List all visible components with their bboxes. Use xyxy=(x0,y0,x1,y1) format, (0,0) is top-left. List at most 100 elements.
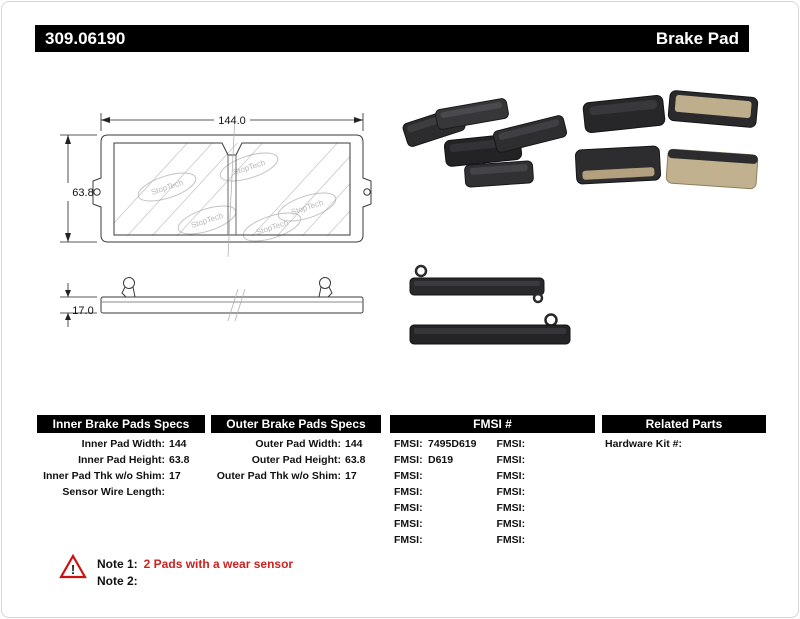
ear-hole-left xyxy=(93,188,101,196)
pad-edge-photo-1 xyxy=(409,264,545,304)
fmsi-label: FMSI: xyxy=(394,470,423,482)
fmsi-row: FMSI: FMSI: xyxy=(390,532,595,548)
outer-specs-header: Outer Brake Pads Specs xyxy=(211,415,381,433)
fmsi-value: 7495D619 xyxy=(428,438,477,450)
spec-tables: Inner Brake Pads Specs Inner Pad Width: … xyxy=(2,415,798,555)
fmsi-label: FMSI: xyxy=(496,470,526,482)
pad-photo xyxy=(665,148,759,190)
fmsi-label: FMSI: xyxy=(496,438,526,450)
pad-photo xyxy=(492,115,568,153)
watermark-oval xyxy=(219,152,279,182)
spec-value: 144 xyxy=(169,438,187,450)
fmsi-row: FMSI: FMSI: xyxy=(390,484,595,500)
fmsi-value xyxy=(531,436,596,452)
inner-spec-row-width: Inner Pad Width: 144 xyxy=(37,436,205,452)
pad-edge-photos xyxy=(409,264,571,345)
sensor-clip-left xyxy=(121,277,136,298)
side-view xyxy=(100,277,364,322)
pad-photo xyxy=(435,98,509,130)
fmsi-value xyxy=(531,452,596,468)
outer-specs-table: Outer Brake Pads Specs Outer Pad Width: … xyxy=(211,415,381,484)
fmsi-value xyxy=(428,532,493,548)
spec-label: Inner Pad Thk w/o Shim: xyxy=(43,470,165,482)
inner-spec-row-height: Inner Pad Height: 63.8 xyxy=(37,452,205,468)
inner-spec-row-thickness: Inner Pad Thk w/o Shim: 17 xyxy=(37,468,205,484)
fmsi-label: FMSI: xyxy=(394,438,423,450)
front-view xyxy=(92,114,372,258)
fmsi-header: FMSI # xyxy=(390,415,595,433)
pad-photo xyxy=(667,90,759,128)
inner-specs-header: Inner Brake Pads Specs xyxy=(37,415,205,433)
spec-label: Hardware Kit #: xyxy=(605,438,683,450)
fmsi-row: FMSI: FMSI: xyxy=(390,516,595,532)
outer-spec-row-height: Outer Pad Height: 63.8 xyxy=(211,452,381,468)
fmsi-label: FMSI: xyxy=(496,486,526,498)
dim-width-label: 144.0 xyxy=(218,115,246,127)
outer-spec-row-width: Outer Pad Width: 144 xyxy=(211,436,381,452)
warning-exclamation: ! xyxy=(71,562,75,577)
fmsi-value xyxy=(531,516,596,532)
outer-spec-row-thickness: Outer Pad Thk w/o Shim: 17 xyxy=(211,468,381,484)
fmsi-label: FMSI: xyxy=(394,502,423,514)
warning-icon: ! xyxy=(59,554,87,579)
fmsi-value xyxy=(428,516,493,532)
spec-label: Inner Pad Width: xyxy=(81,438,165,450)
fmsi-row: FMSI: 7495D619 FMSI: xyxy=(390,436,595,452)
dim-thickness-label: 17.0 xyxy=(72,305,93,317)
fmsi-table: FMSI # FMSI: 7495D619 FMSI: FMSI: D619 FMS… xyxy=(390,415,595,548)
fmsi-value xyxy=(531,484,596,500)
fmsi-label: FMSI: xyxy=(496,454,526,466)
stoptech-watermarks: StopTech StopTech StopTech StopTech Stop… xyxy=(137,152,337,242)
fmsi-value xyxy=(531,500,596,516)
fmsi-label: FMSI: xyxy=(394,486,423,498)
fmsi-value xyxy=(428,484,493,500)
fmsi-label: FMSI: xyxy=(496,502,526,514)
fmsi-value xyxy=(428,500,493,516)
inner-spec-row-sensor-wire: Sensor Wire Length: xyxy=(37,484,205,500)
pad-photos-set xyxy=(574,90,759,190)
fmsi-value xyxy=(531,532,596,548)
inner-specs-table: Inner Brake Pads Specs Inner Pad Width: … xyxy=(37,415,205,500)
pad-photo xyxy=(574,145,662,185)
fmsi-value: D619 xyxy=(428,454,454,466)
dim-thickness: 17.0 xyxy=(60,283,97,327)
pad-edge-photo-2 xyxy=(409,313,571,345)
fmsi-label: FMSI: xyxy=(394,518,423,530)
spec-value xyxy=(169,484,205,500)
note-2: Note 2: xyxy=(97,574,144,588)
spec-label: Outer Pad Width: xyxy=(255,438,341,450)
spec-value: 17 xyxy=(345,470,357,482)
dim-width: 144.0 xyxy=(100,113,364,131)
technical-drawing: StopTech StopTech StopTech StopTech Stop… xyxy=(60,90,759,345)
title-bar: 309.06190 Brake Pad xyxy=(35,25,749,52)
spec-label: Outer Pad Height: xyxy=(251,454,341,466)
watermark-oval xyxy=(137,172,197,202)
fmsi-label: FMSI: xyxy=(496,518,526,530)
fmsi-value xyxy=(531,468,596,484)
related-parts-table: Related Parts Hardware Kit #: xyxy=(602,415,766,452)
spec-label: Sensor Wire Length: xyxy=(62,486,165,498)
spec-value: 17 xyxy=(169,470,181,482)
fmsi-value xyxy=(428,468,493,484)
related-row-hardware-kit: Hardware Kit #: xyxy=(602,436,766,452)
spec-value: 144 xyxy=(345,438,363,450)
note1-text: 2 Pads with a wear sensor xyxy=(143,557,294,571)
spec-value: 63.8 xyxy=(169,454,190,466)
spec-label: Inner Pad Height: xyxy=(78,454,165,466)
fmsi-label: FMSI: xyxy=(496,534,526,546)
spec-value xyxy=(686,436,766,452)
page-title: Brake Pad xyxy=(655,28,739,48)
note2-label: Note 2: xyxy=(97,574,138,588)
spec-label: Outer Pad Thk w/o Shim: xyxy=(216,470,341,482)
dim-height-label: 63.8 xyxy=(72,187,93,199)
pad-photo xyxy=(582,94,666,134)
note1-label: Note 1: xyxy=(97,557,138,571)
pad-photo xyxy=(464,160,534,188)
watermark-oval xyxy=(242,212,302,242)
fmsi-row: FMSI: FMSI: xyxy=(390,468,595,484)
sensor-clip-right xyxy=(318,277,333,298)
part-number: 309.06190 xyxy=(45,28,126,48)
ear-hole-right xyxy=(363,188,371,196)
fmsi-label: FMSI: xyxy=(394,454,423,466)
